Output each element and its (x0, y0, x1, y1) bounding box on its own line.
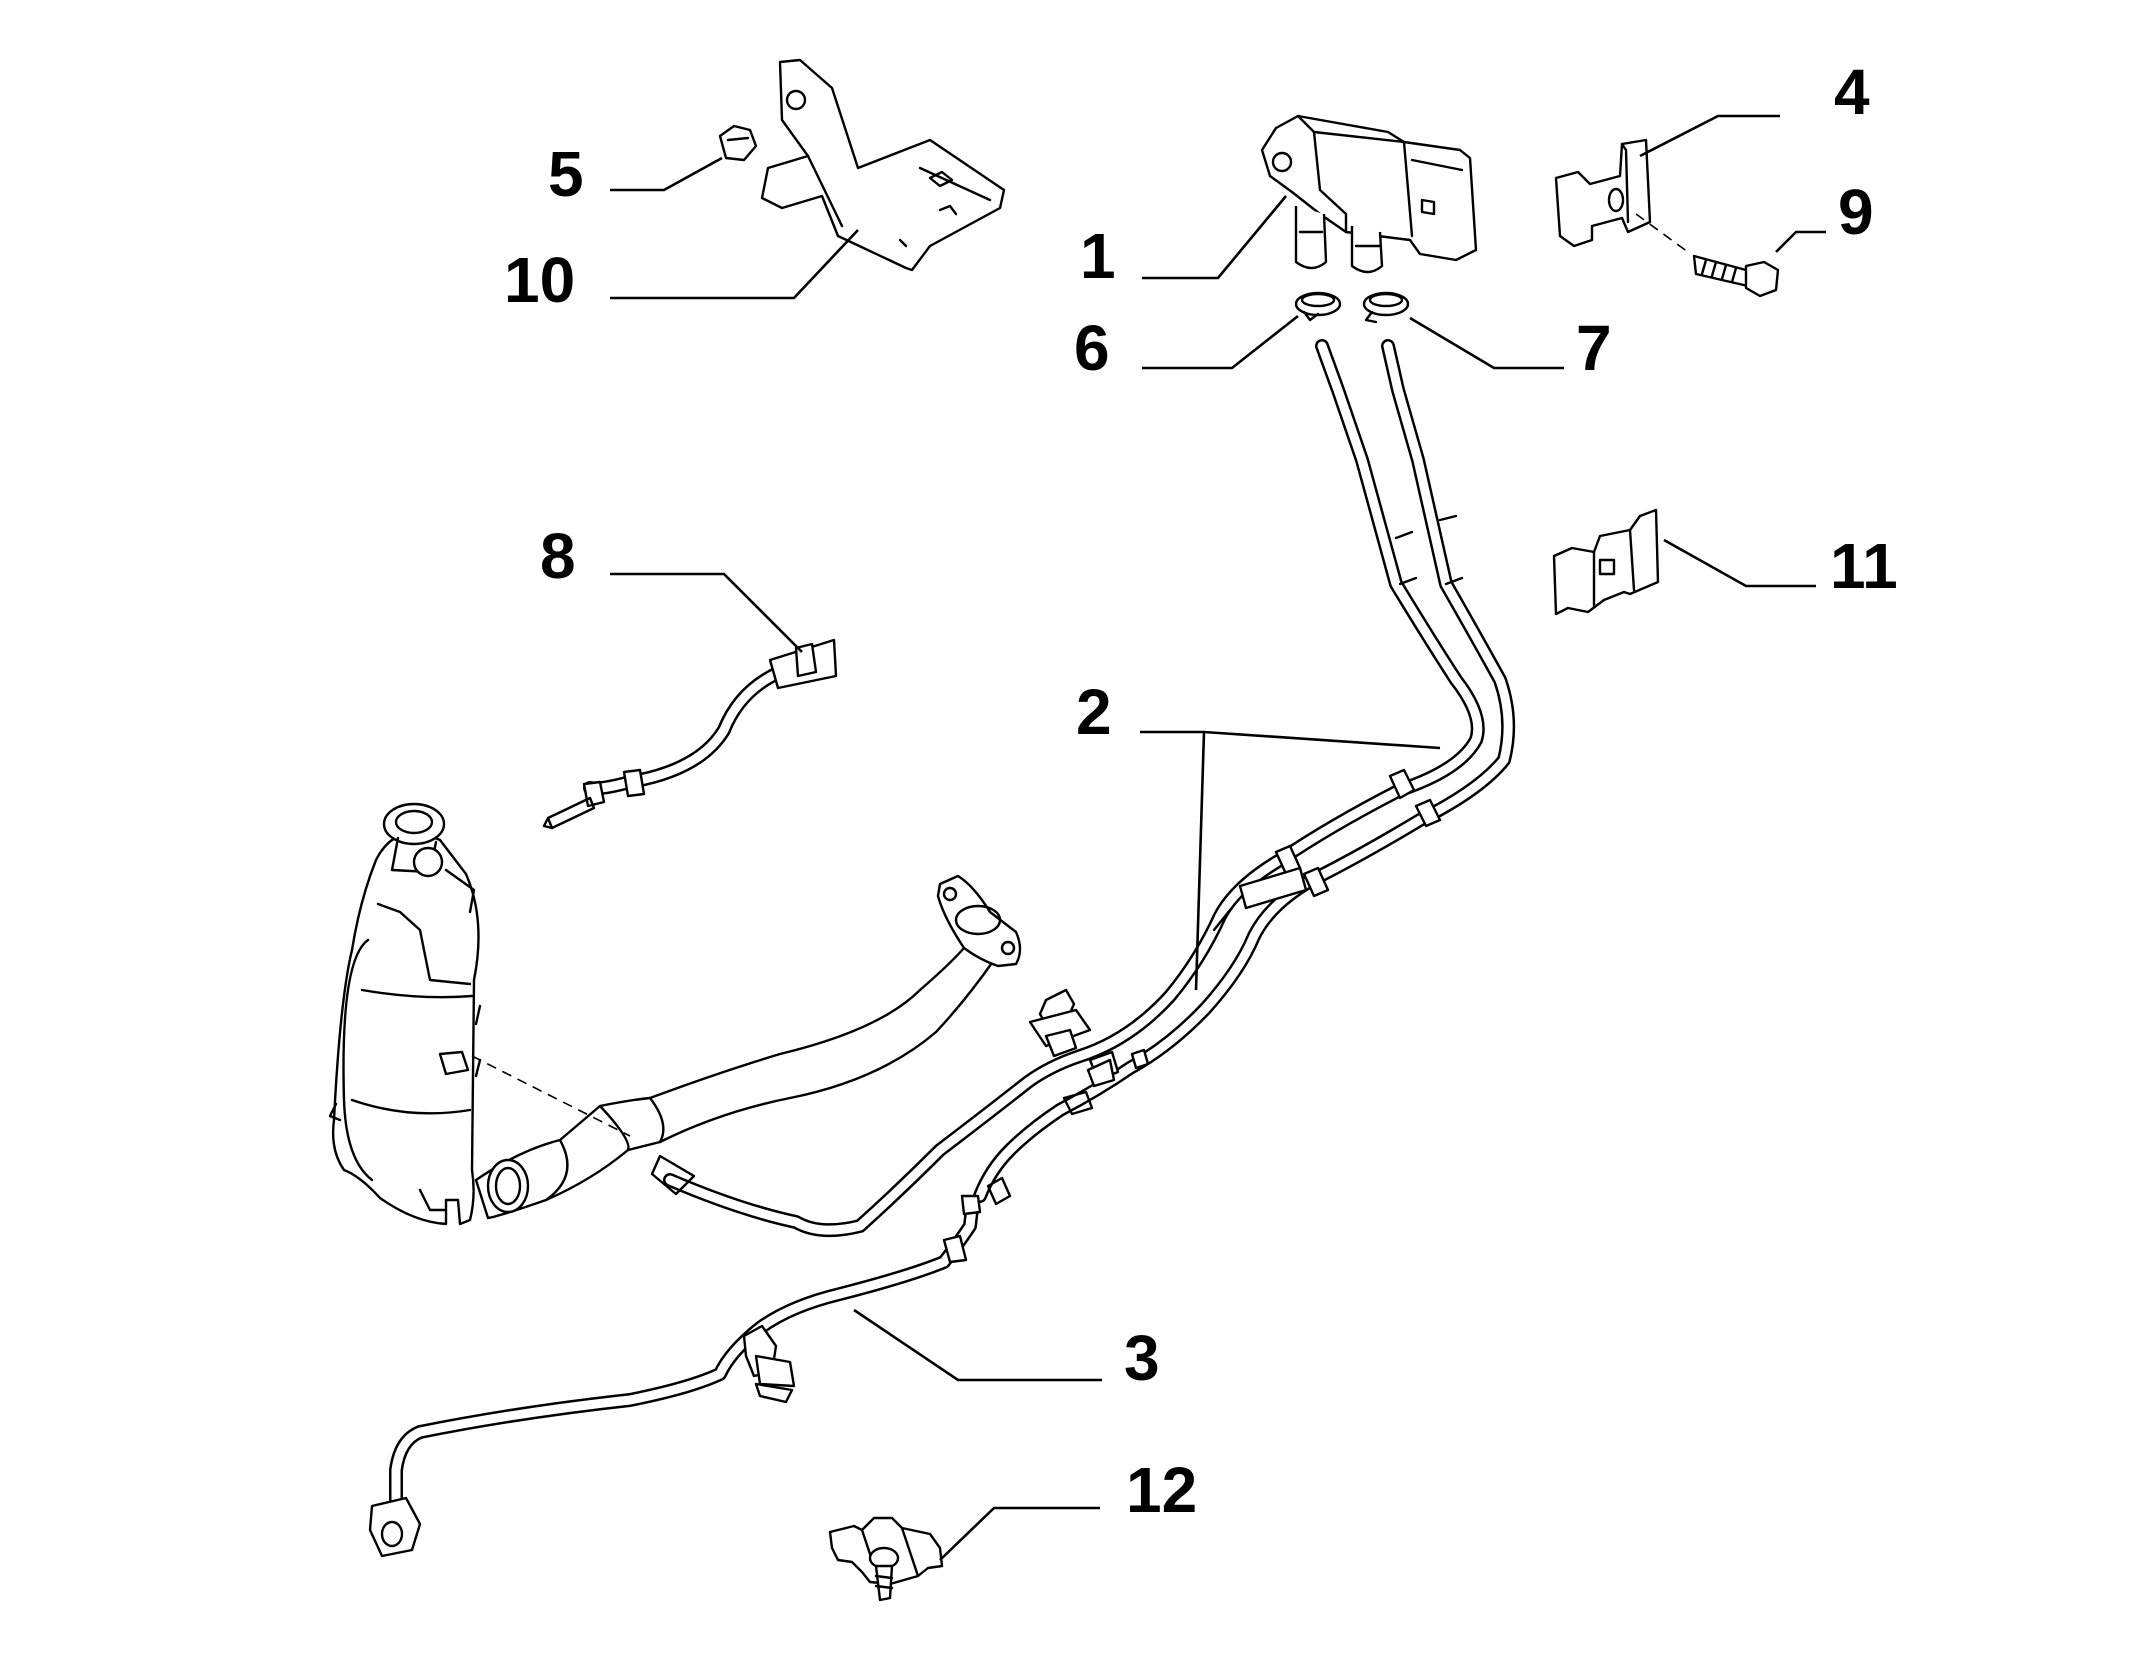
part-7-hose-clamp[interactable] (1362, 291, 1410, 324)
callout-9: 9 (1838, 176, 1874, 248)
part-9-bolt[interactable] (1692, 254, 1780, 298)
callout-4: 4 (1834, 56, 1870, 128)
callouts: 1 2 3 4 5 6 7 8 9 10 11 12 (504, 56, 1898, 1526)
catalytic-converter[interactable] (328, 802, 482, 1226)
callout-6: 6 (1074, 312, 1110, 384)
part-2-pressure-pipes[interactable] (650, 339, 1516, 1238)
part-5-nut[interactable] (718, 124, 758, 162)
callout-12: 12 (1126, 1454, 1197, 1526)
part-4-clip[interactable] (1554, 138, 1652, 248)
callout-10: 10 (504, 244, 575, 316)
exhaust-pipe[interactable] (474, 874, 1022, 1220)
part-12-clip[interactable] (828, 1516, 944, 1602)
part-6-hose-clamp[interactable] (1294, 291, 1342, 322)
part-11-clip[interactable] (1552, 508, 1660, 616)
part-10-bracket[interactable] (760, 58, 1006, 272)
callout-3: 3 (1124, 1322, 1160, 1394)
callout-11: 11 (1830, 530, 1898, 602)
callout-2: 2 (1076, 676, 1112, 748)
part-1-pressure-sensor[interactable] (1260, 114, 1478, 274)
callout-7: 7 (1576, 312, 1612, 384)
leader-lines (610, 114, 1826, 1561)
part-8-temp-sensor[interactable] (542, 638, 838, 830)
callout-8: 8 (540, 520, 576, 592)
assembly-lines (471, 213, 1689, 1137)
part-3-pipe[interactable] (368, 1194, 982, 1558)
callout-5: 5 (548, 138, 584, 210)
callout-1: 1 (1080, 220, 1116, 292)
